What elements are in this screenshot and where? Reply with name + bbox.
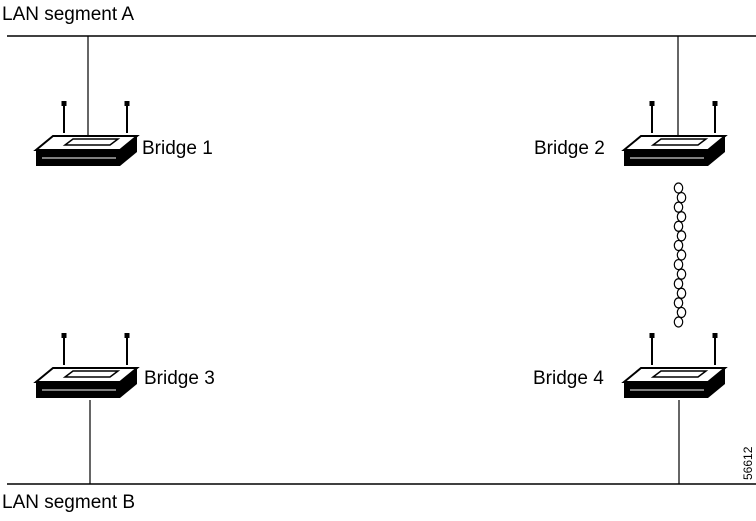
wireless-link-segment <box>673 220 684 232</box>
wireless-link-segment <box>676 230 687 242</box>
wireless-link-segment <box>676 249 687 261</box>
bridge-4-label: Bridge 4 <box>533 368 604 389</box>
wireless-link-icon <box>673 182 687 328</box>
bridge-3-label: Bridge 3 <box>144 368 215 389</box>
wireless-link-segment <box>676 287 687 299</box>
wireless-link-segment <box>673 297 684 309</box>
wireless-link-segment <box>676 306 687 319</box>
bridge-2-label: Bridge 2 <box>534 138 605 159</box>
wireless-link-segment <box>676 191 687 204</box>
bridge-4-icon <box>623 332 726 399</box>
bridge-1-icon <box>35 100 138 167</box>
wireless-link-segment <box>673 239 684 252</box>
segment-b-label: LAN segment B <box>2 492 135 513</box>
figure-number: 56612 <box>741 446 755 480</box>
wireless-link-segment <box>676 211 687 223</box>
bridge-2-icon <box>623 100 726 167</box>
wireless-link-segment <box>673 278 684 290</box>
wireless-link-segment <box>673 316 684 328</box>
wireless-link-segment <box>673 201 684 213</box>
wireless-link-segment <box>676 268 687 280</box>
bridge-3-icon <box>35 332 138 399</box>
bridge-1-label: Bridge 1 <box>142 138 213 159</box>
wireless-link-segment <box>673 258 684 271</box>
wireless-link-segment <box>673 182 684 194</box>
segment-a-label: LAN segment A <box>2 4 134 25</box>
